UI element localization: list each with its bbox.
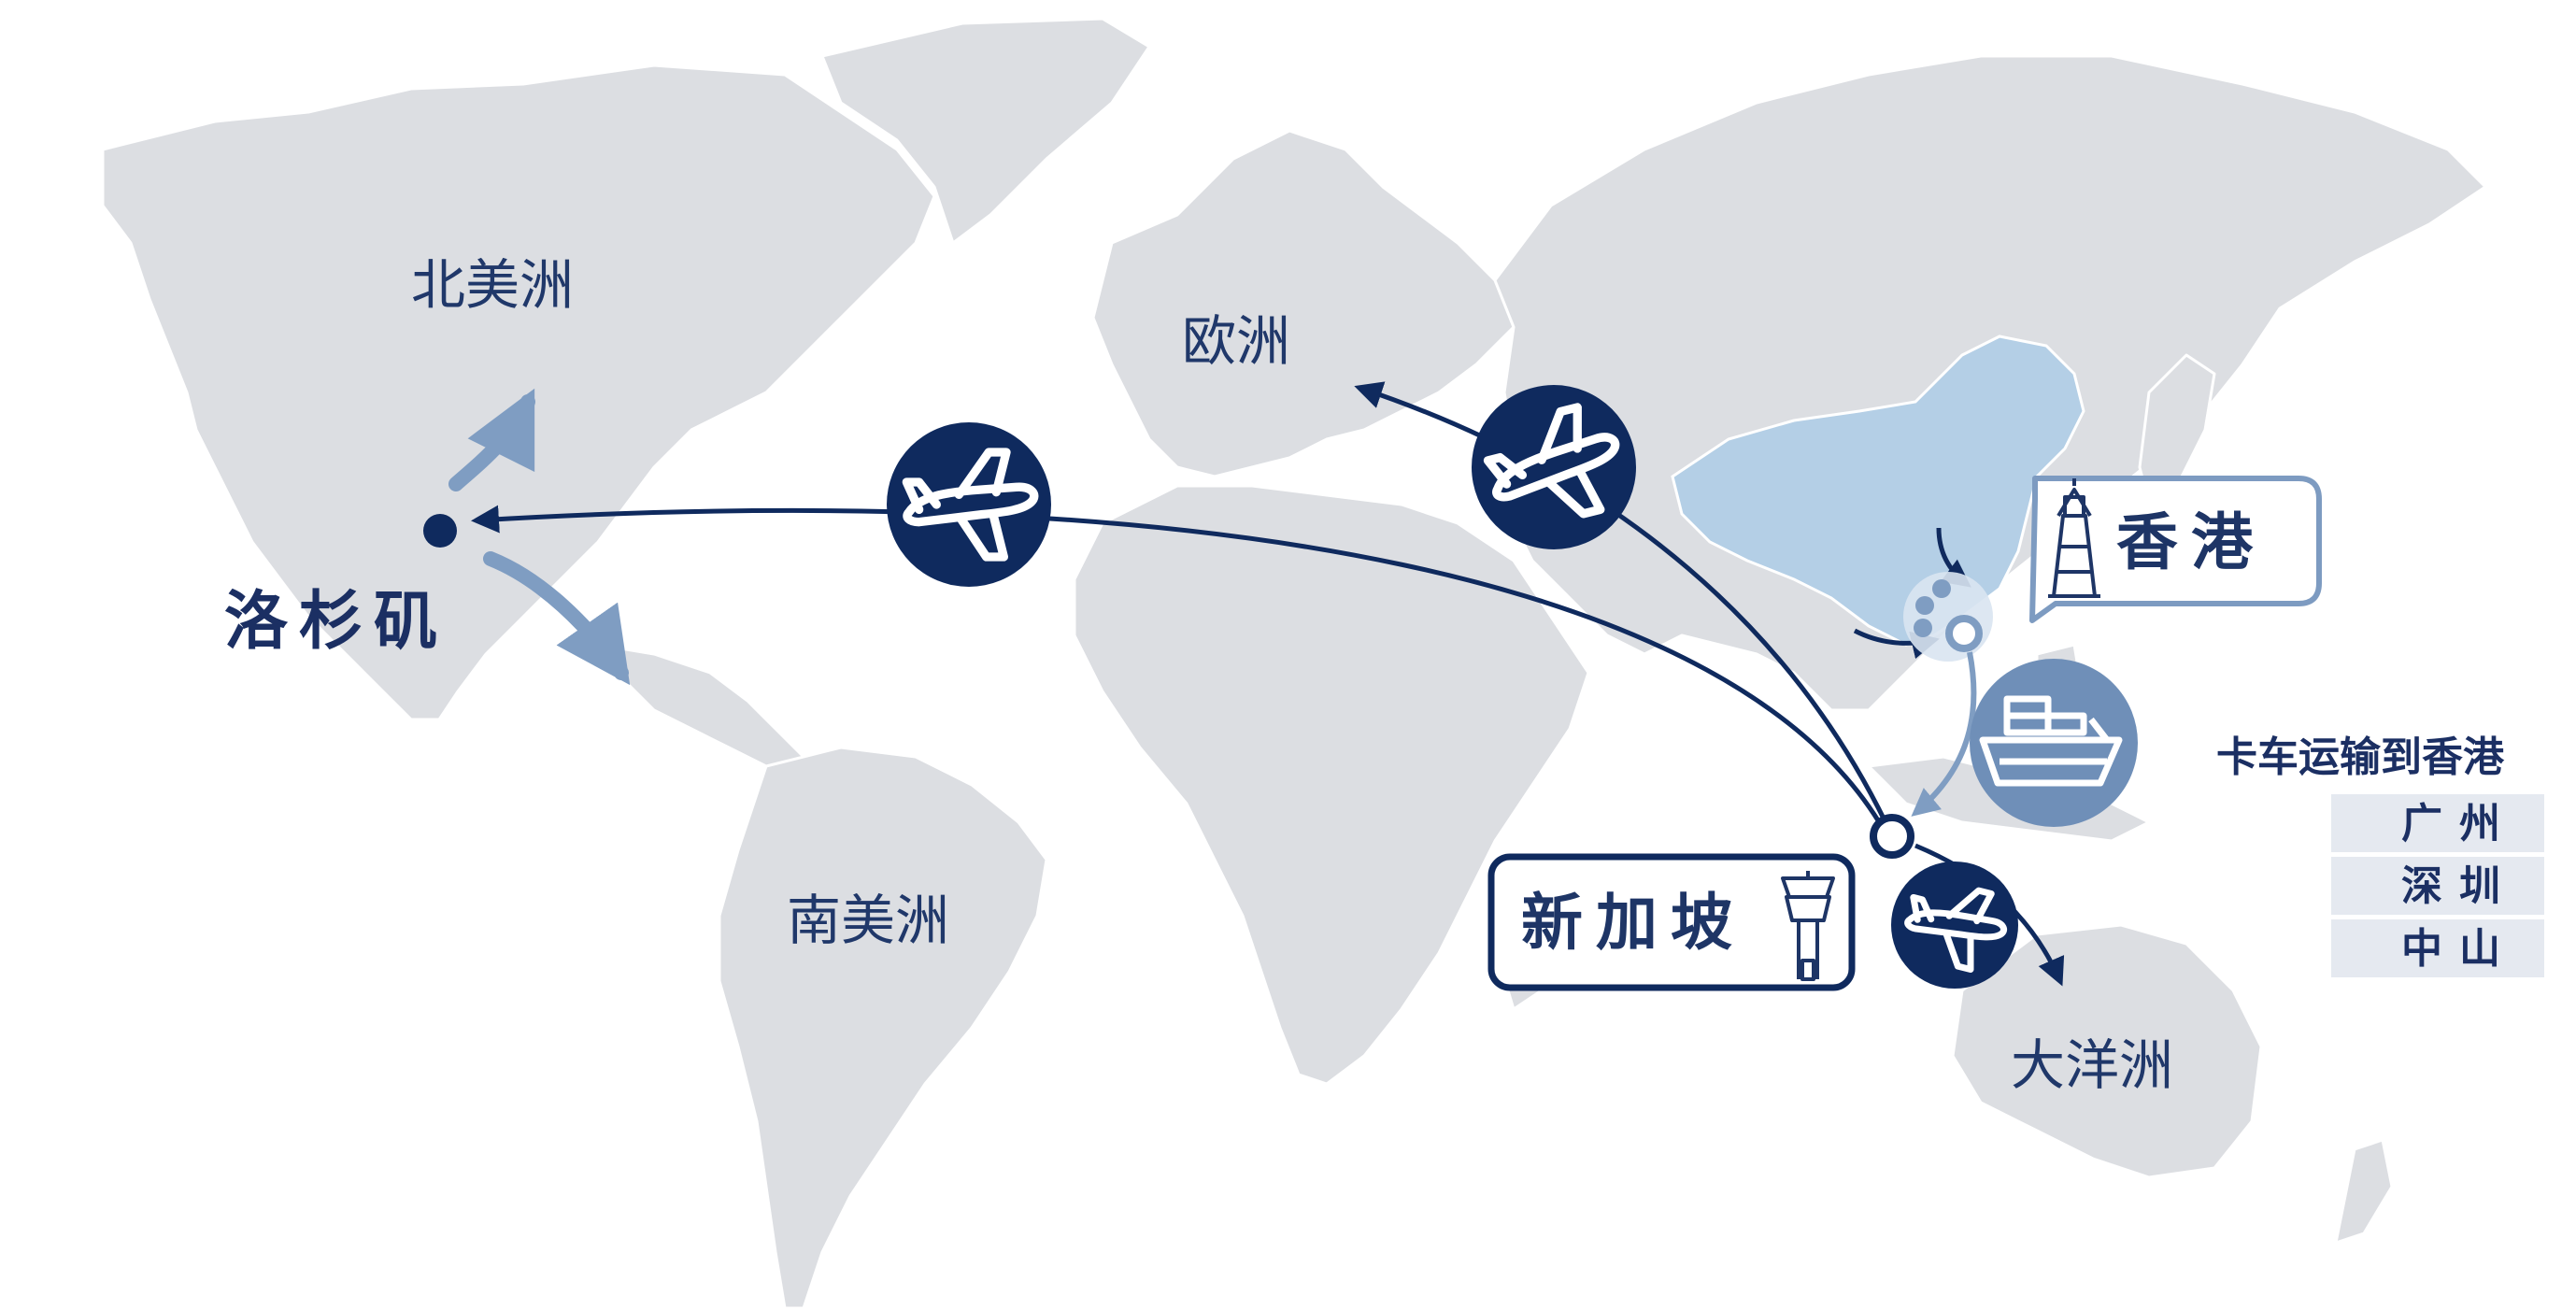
lighthouse-icon	[2048, 478, 2100, 598]
arrow-to-north-america	[448, 388, 535, 491]
route-singapore-to-europe	[1354, 381, 1888, 824]
airplane-badge-europe	[1472, 385, 1636, 549]
australia	[1951, 923, 2263, 1179]
trucking-legend: 卡车运输到香港 广州 深圳 中山	[2216, 733, 2544, 977]
los-angeles-node	[423, 514, 457, 548]
trucking-heading: 卡车运输到香港	[2216, 733, 2505, 781]
trucking-city-zhongshan: 中山	[2401, 925, 2517, 973]
city-label-hong-kong: 香港	[2116, 506, 2266, 578]
region-label-europe: 欧洲	[1182, 309, 1290, 373]
cargo-ship-icon	[1979, 695, 2123, 787]
city-label-los-angeles: 洛杉矶	[224, 585, 448, 659]
ship-badge	[1970, 659, 2138, 827]
trucking-city-guangzhou: 广州	[2401, 800, 2517, 847]
region-label-oceania: 大洋洲	[2011, 1033, 2173, 1097]
city-label-singapore: 新加坡	[1521, 887, 1745, 959]
greenland	[820, 17, 1151, 245]
airplane-badge-oceania	[1891, 861, 2018, 989]
singapore-node	[1870, 814, 1914, 859]
region-label-north-america: 北美洲	[411, 253, 574, 317]
europe	[1091, 129, 1516, 478]
arrow-to-central-america	[483, 551, 631, 686]
route-singapore-to-los-angeles	[471, 505, 1886, 832]
land-masses	[101, 17, 2487, 1310]
hong-kong-hub-cluster	[1903, 572, 1993, 662]
japan	[2138, 353, 2216, 506]
new-zealand	[2334, 1138, 2394, 1245]
airplane-badge-transpacific	[887, 422, 1051, 587]
control-tower-icon	[1781, 871, 1835, 981]
singapore-label: 新加坡	[1487, 853, 1856, 991]
region-label-south-america: 南美洲	[787, 889, 949, 952]
hong-kong-label: 香港	[2029, 476, 2322, 623]
china-region	[1671, 335, 2085, 647]
route-hong-kong-to-singapore	[1911, 651, 1977, 817]
africa	[1073, 484, 1590, 1086]
los-angeles-distribution	[448, 388, 631, 686]
south-america	[718, 746, 1048, 1310]
trucking-city-shenzhen: 深圳	[2401, 862, 2517, 910]
